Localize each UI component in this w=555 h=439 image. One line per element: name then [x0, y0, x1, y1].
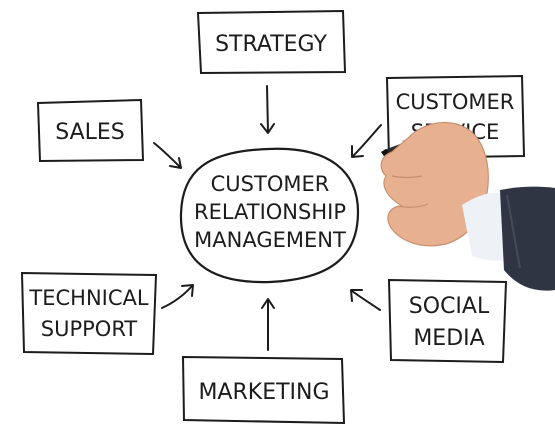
node-strategy: STRATEGY: [196, 9, 347, 75]
center-label-line-3: MANAGEMENT: [194, 228, 346, 252]
arrows: [153, 85, 382, 351]
center-label-line-1: CUSTOMER: [211, 172, 330, 196]
social-media-label-line-2: MEDIA: [413, 326, 484, 351]
center-label-line-2: RELATIONSHIP: [194, 200, 346, 224]
arrow-strategy: [260, 85, 275, 134]
hand-with-marker-image: [380, 121, 555, 291]
social-media-box: [387, 278, 508, 364]
node-marketing: MARKETING: [181, 355, 346, 425]
sales-label: SALES: [55, 120, 125, 145]
arrow-sales: [153, 142, 182, 169]
node-technical-support: TECHNICAL SUPPORT: [20, 271, 158, 356]
center-node: CUSTOMER RELATIONSHIP MANAGEMENT: [179, 147, 360, 284]
center-oval: [179, 147, 360, 284]
customer-service-label-line-1: CUSTOMER: [396, 90, 515, 114]
marketing-label: MARKETING: [198, 380, 329, 405]
node-social-media: SOCIAL MEDIA: [387, 278, 508, 364]
strategy-label: STRATEGY: [215, 32, 327, 57]
strategy-box: [196, 9, 347, 75]
technical-support-label-line-1: TECHNICAL: [28, 286, 148, 310]
technical-support-label-line-2: SUPPORT: [41, 317, 138, 341]
node-sales: SALES: [36, 98, 145, 163]
arrow-marketing: [261, 298, 275, 351]
marketing-box: [181, 355, 346, 425]
customer-service-box: [385, 74, 526, 160]
technical-support-box: [20, 271, 158, 356]
arrow-customer-service: [351, 124, 382, 158]
arrow-technical-support: [161, 284, 194, 309]
arrow-social-media: [350, 289, 381, 311]
sales-box: [36, 98, 145, 163]
social-media-label-line-1: SOCIAL: [409, 294, 490, 319]
